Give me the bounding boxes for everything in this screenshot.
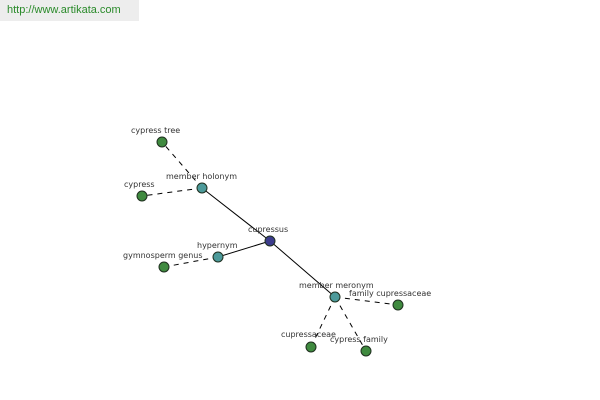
node-label: cupressaceae <box>281 330 336 339</box>
edge-member-holonym-to-cypress-tree <box>161 141 203 189</box>
node-label: member meronym <box>299 281 374 290</box>
node-member-holonym[interactable]: member holonym <box>166 172 237 194</box>
node-gymnosperm-genus[interactable]: gymnosperm genus <box>123 251 203 273</box>
node-label: cypress <box>124 180 155 189</box>
site-url-link[interactable]: http://www.artikata.com <box>7 4 121 16</box>
node-cypress-tree[interactable]: cypress tree <box>131 126 180 148</box>
node-dot[interactable] <box>305 341 317 353</box>
node-family-cupressaceae[interactable]: family cupressaceae <box>349 289 431 311</box>
node-dot[interactable] <box>196 182 208 194</box>
node-cypress[interactable]: cypress <box>124 180 155 202</box>
graph-edges <box>141 141 399 352</box>
node-dot[interactable] <box>158 261 170 273</box>
node-member-meronym[interactable]: member meronym <box>299 281 374 303</box>
url-bar: http://www.artikata.com <box>0 0 139 21</box>
node-cupressus[interactable]: cupressus <box>248 225 288 247</box>
node-label: member holonym <box>166 172 237 181</box>
node-label: gymnosperm genus <box>123 251 203 260</box>
node-dot[interactable] <box>329 291 341 303</box>
node-dot[interactable] <box>392 299 404 311</box>
node-dot[interactable] <box>156 136 168 148</box>
edge-cupressus-to-member-holonym <box>201 187 271 242</box>
node-hypernym[interactable]: hypernym <box>197 241 238 263</box>
graph-nodes: cupressus member holonym hypernym member me… <box>123 126 431 357</box>
node-label: cupressus <box>248 225 288 234</box>
edge-member-holonym-to-cypress <box>141 187 203 197</box>
edge-cupressus-to-member-meronym <box>269 240 336 298</box>
node-dot[interactable] <box>136 190 148 202</box>
node-label: cypress family <box>330 335 388 344</box>
node-cypress-family[interactable]: cypress family <box>330 335 388 357</box>
node-cupressaceae[interactable]: cupressaceae <box>281 330 336 353</box>
node-label: hypernym <box>197 241 238 250</box>
node-label: family cupressaceae <box>349 289 431 298</box>
node-dot[interactable] <box>212 251 224 263</box>
node-dot[interactable] <box>264 235 276 247</box>
node-dot[interactable] <box>360 345 372 357</box>
node-label: cypress tree <box>131 126 180 135</box>
edge-member-meronym-to-cypress-family <box>334 296 367 352</box>
edge-cupressus-to-hypernym <box>217 240 271 258</box>
edge-member-meronym-to-family-cupressaceae <box>334 296 399 306</box>
